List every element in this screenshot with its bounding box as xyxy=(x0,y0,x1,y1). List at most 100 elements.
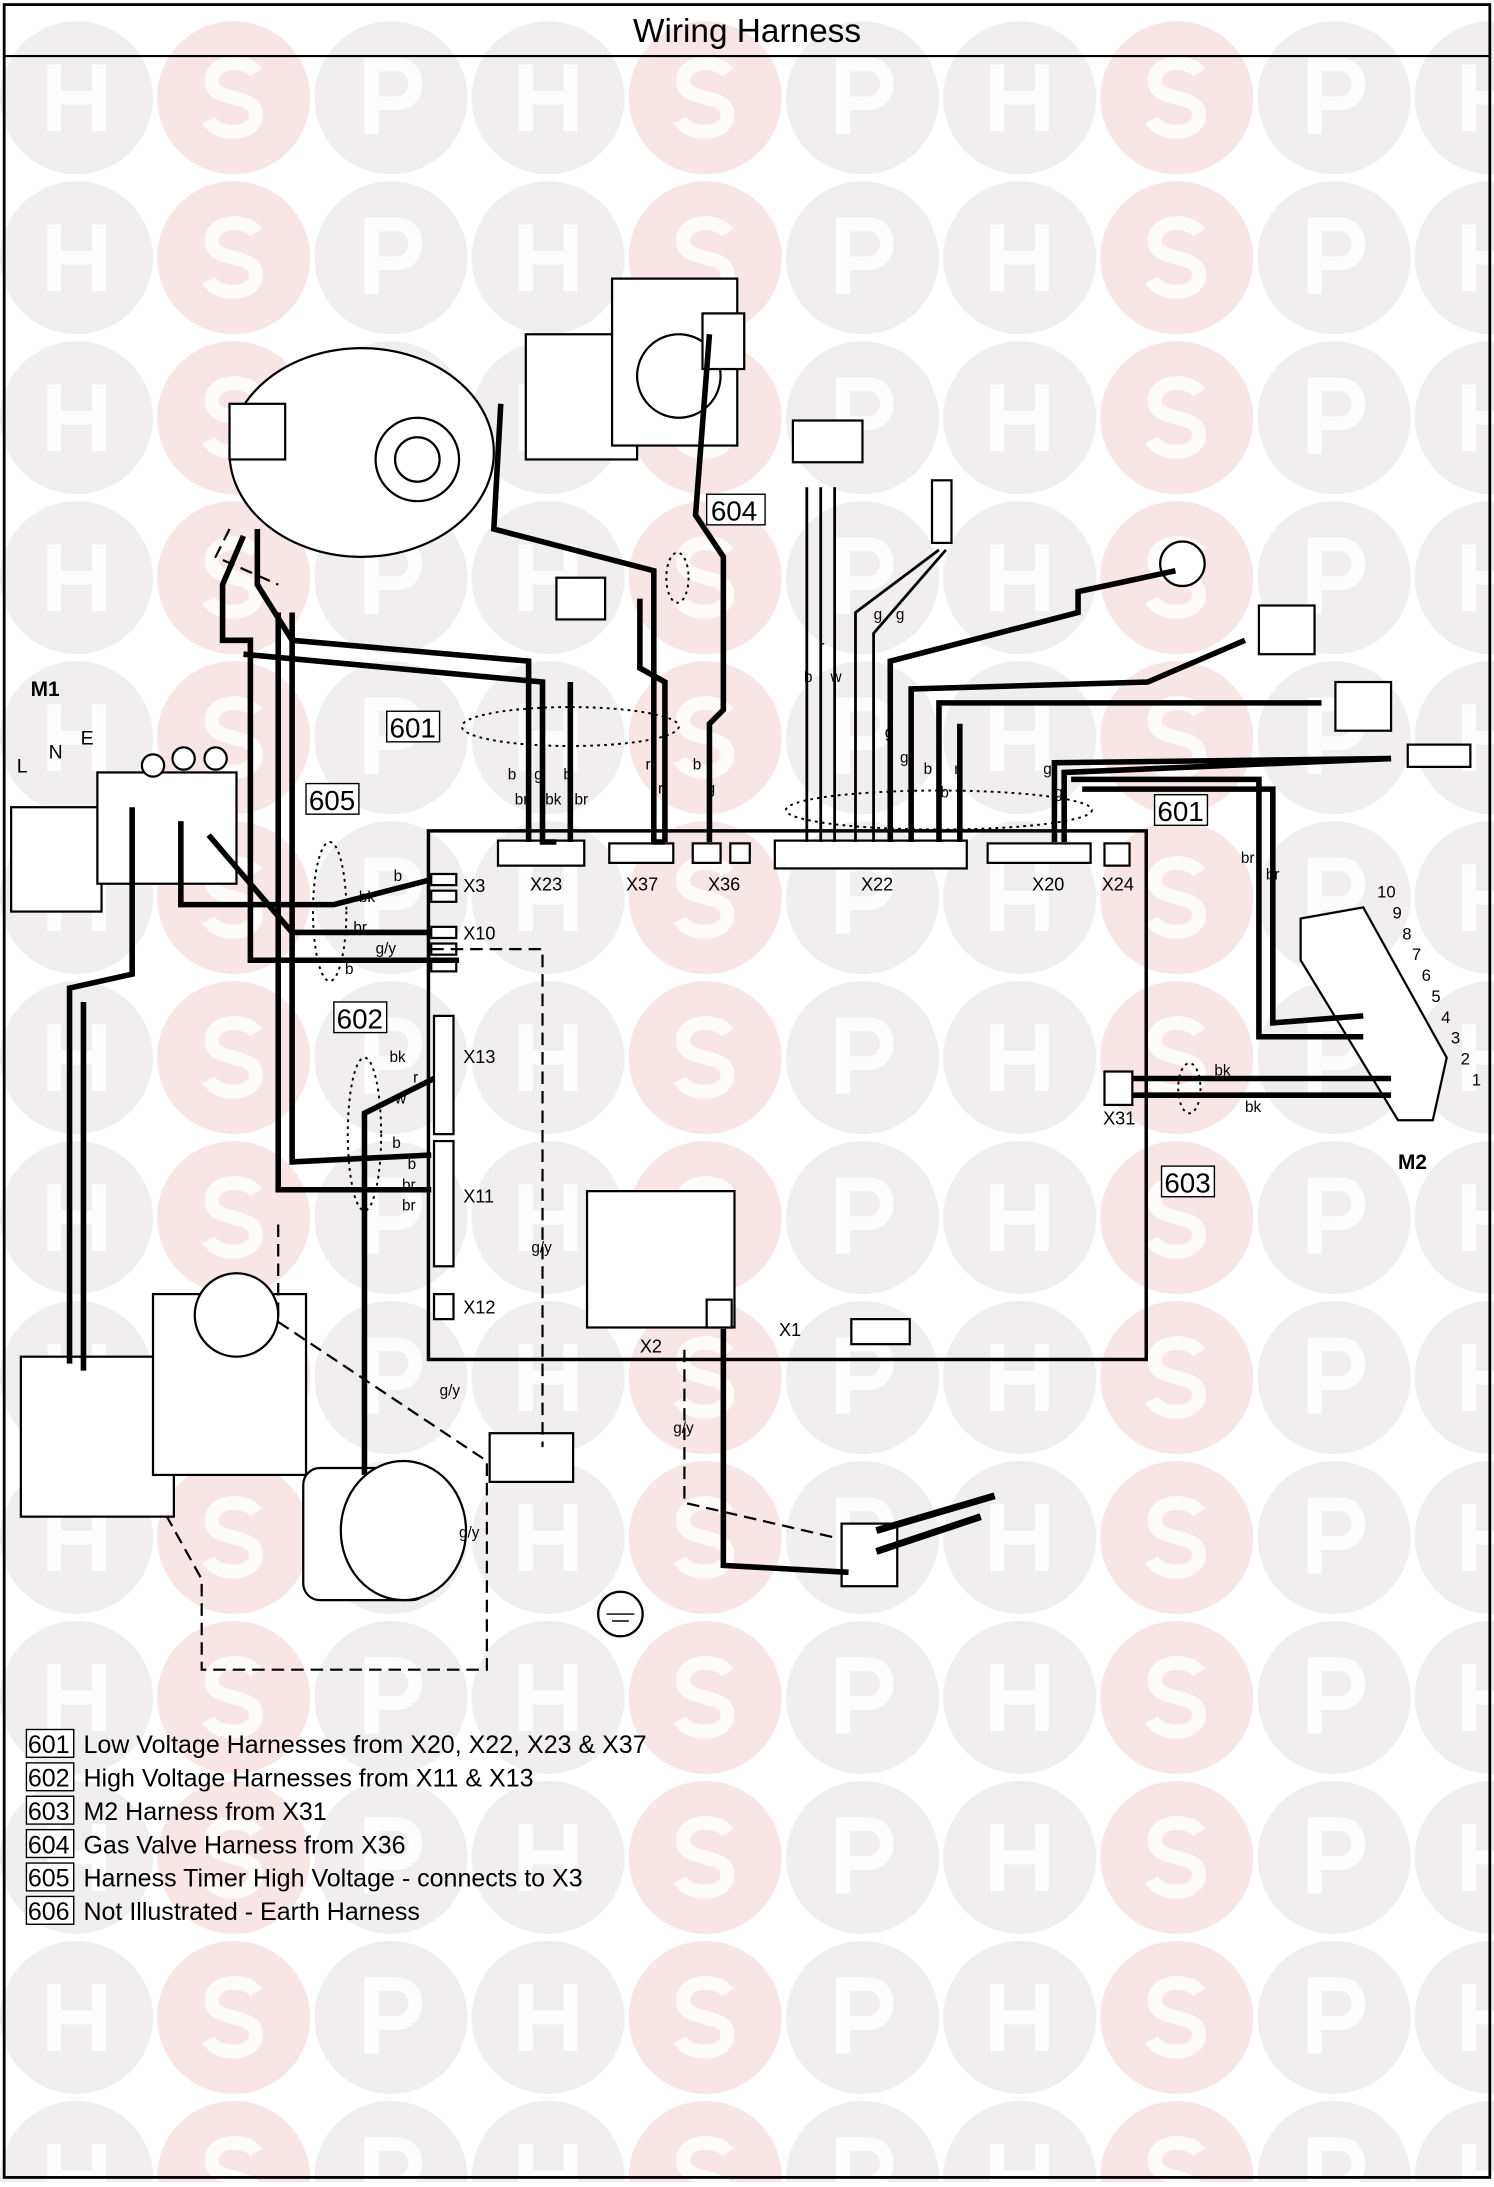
watermark-letter-shape xyxy=(47,1664,106,1731)
watermark-letter-shape xyxy=(836,217,894,294)
watermark-circle xyxy=(471,2100,625,2187)
ntc-sensor xyxy=(1406,743,1472,768)
watermark-circle xyxy=(1414,1780,1494,1934)
ignition-electrode xyxy=(840,1492,996,1588)
watermark-circle xyxy=(1414,21,1494,175)
label-components-m1: M1 xyxy=(31,678,60,701)
legend-code: 602 xyxy=(28,1765,70,1793)
callout-603: 603 xyxy=(1164,1168,1210,1199)
gas-valve xyxy=(524,277,746,461)
label-wire_labels-x22-5: g xyxy=(885,725,894,742)
watermark-letter-shape xyxy=(47,544,106,612)
watermark-letter-shape xyxy=(202,216,263,299)
watermark-letter-shape xyxy=(1307,1337,1366,1414)
label-components-m2_terminals-8: 9 xyxy=(1392,904,1401,923)
flow-sensor-1 xyxy=(1257,604,1316,656)
label-components-m2_terminals-5: 6 xyxy=(1422,966,1431,985)
wire-labels: b br g bk b br r r b g b r w g g g g b b… xyxy=(345,606,1279,1541)
watermark-letter-shape xyxy=(1307,57,1366,134)
watermark-letter-shape xyxy=(990,1184,1049,1251)
watermark-letter-shape xyxy=(990,1824,1049,1891)
callouts: 601 601 602 603 604 605 xyxy=(305,493,1216,1199)
earth-block xyxy=(488,1432,644,1638)
legend-text: Low Voltage Harnesses from X20, X22, X23… xyxy=(83,1731,646,1759)
label-wire_labels-x11-0: b xyxy=(392,1135,401,1152)
label-wire_labels-x31-1: bk xyxy=(1245,1099,1262,1116)
watermark-letter-shape xyxy=(674,536,735,619)
connector-x36 xyxy=(691,842,722,864)
watermark-letter-shape xyxy=(990,1504,1049,1571)
label-components-m2_terminals-2: 3 xyxy=(1451,1029,1460,1048)
watermark-circle xyxy=(1414,501,1494,655)
watermark-letter-shape xyxy=(674,1655,735,1739)
label-connectors-x37: X37 xyxy=(626,875,658,895)
label-wire_labels-x22-7: b xyxy=(924,761,933,778)
label-components-m2_terminals-6: 7 xyxy=(1412,945,1421,964)
watermark-letter-shape xyxy=(202,1815,263,1899)
watermark-letter-shape xyxy=(47,704,106,772)
label-connectors-x22: X22 xyxy=(861,875,893,895)
connector-x22 xyxy=(773,839,968,870)
watermark-letter-shape xyxy=(518,1984,578,2051)
label-connectors-x2: X2 xyxy=(640,1337,662,1357)
watermark-letter-shape xyxy=(990,1984,1049,2051)
watermark-letter-shape xyxy=(364,1657,423,1734)
label-wire_labels-x37-1: r xyxy=(658,780,663,797)
watermark-circle xyxy=(1414,341,1494,495)
legend-text: Harness Timer High Voltage - connects to… xyxy=(83,1865,582,1893)
label-wire_labels-x23-2: g xyxy=(534,766,543,783)
watermark-letter-shape xyxy=(1145,1495,1207,1579)
watermark-letter-shape xyxy=(1145,1016,1207,1099)
watermark-letter-shape xyxy=(1145,376,1207,459)
label-connectors-x3: X3 xyxy=(463,876,485,896)
watermark-circle xyxy=(1414,661,1494,815)
watermark-letter-shape xyxy=(1145,1655,1207,1739)
watermark-letter-shape xyxy=(836,377,894,454)
watermark-letter-shape xyxy=(364,217,423,294)
legend-code: 604 xyxy=(28,1831,70,1859)
wiring xyxy=(66,334,1392,1671)
watermark-letter-shape xyxy=(674,1016,735,1099)
label-wire_labels-x23-1: br xyxy=(515,791,529,808)
label-wire_labels-x22-0: b xyxy=(804,669,813,686)
watermark-letter-shape xyxy=(364,857,423,934)
watermark-letter-shape xyxy=(202,1975,263,2059)
watermark-letter-shape xyxy=(518,224,578,292)
watermark-letter-shape xyxy=(202,1655,263,1739)
label-components-m2: M2 xyxy=(1398,1151,1427,1174)
label-components-m1_terminals-1: N xyxy=(49,742,63,764)
label-wire_labels-x36-1: g xyxy=(707,780,716,797)
label-wire_labels-x23-3: bk xyxy=(545,791,562,808)
callout-601: 601 xyxy=(1157,796,1203,827)
label-components-m2_terminals-0: 1 xyxy=(1472,1070,1481,1089)
watermark-letter-shape xyxy=(836,697,894,774)
watermark-letter-shape xyxy=(364,1337,423,1414)
page-title: Wiring Harness xyxy=(633,13,861,50)
pressure-switch xyxy=(791,419,864,464)
watermark-letter-shape xyxy=(1145,56,1207,139)
label-connectors-x24: X24 xyxy=(1102,875,1134,895)
label-wire_labels-earth-3: g/y xyxy=(673,1420,694,1437)
label-components-m2_terminals-9: 10 xyxy=(1377,883,1396,902)
label-wire_labels-x13-2: w xyxy=(394,1091,407,1108)
label-wire_labels-x36-0: b xyxy=(693,757,702,774)
connector-x20 xyxy=(986,842,1092,864)
label-components-m1_terminals-0: L xyxy=(17,755,28,777)
label-components-m2_terminals-7: 8 xyxy=(1402,924,1411,943)
watermark-letter-shape xyxy=(836,1017,894,1094)
watermark-letter-shape xyxy=(1145,1336,1207,1419)
watermark-letter-shape xyxy=(47,224,106,292)
callout-605: 605 xyxy=(309,785,355,816)
pcb-connectors xyxy=(430,839,1134,1346)
watermark-letter-shape xyxy=(518,1184,578,1251)
watermark-circle xyxy=(1414,1940,1494,2094)
watermark-letter-shape xyxy=(674,1336,735,1419)
watermark-letter-shape xyxy=(990,64,1049,132)
label-wire_labels-x10-0: br xyxy=(353,919,367,936)
label-wire_labels-x11-1: b xyxy=(408,1156,417,1173)
legend-text: High Voltage Harnesses from X11 & X13 xyxy=(83,1765,533,1793)
watermark-letter-shape xyxy=(1307,857,1366,934)
